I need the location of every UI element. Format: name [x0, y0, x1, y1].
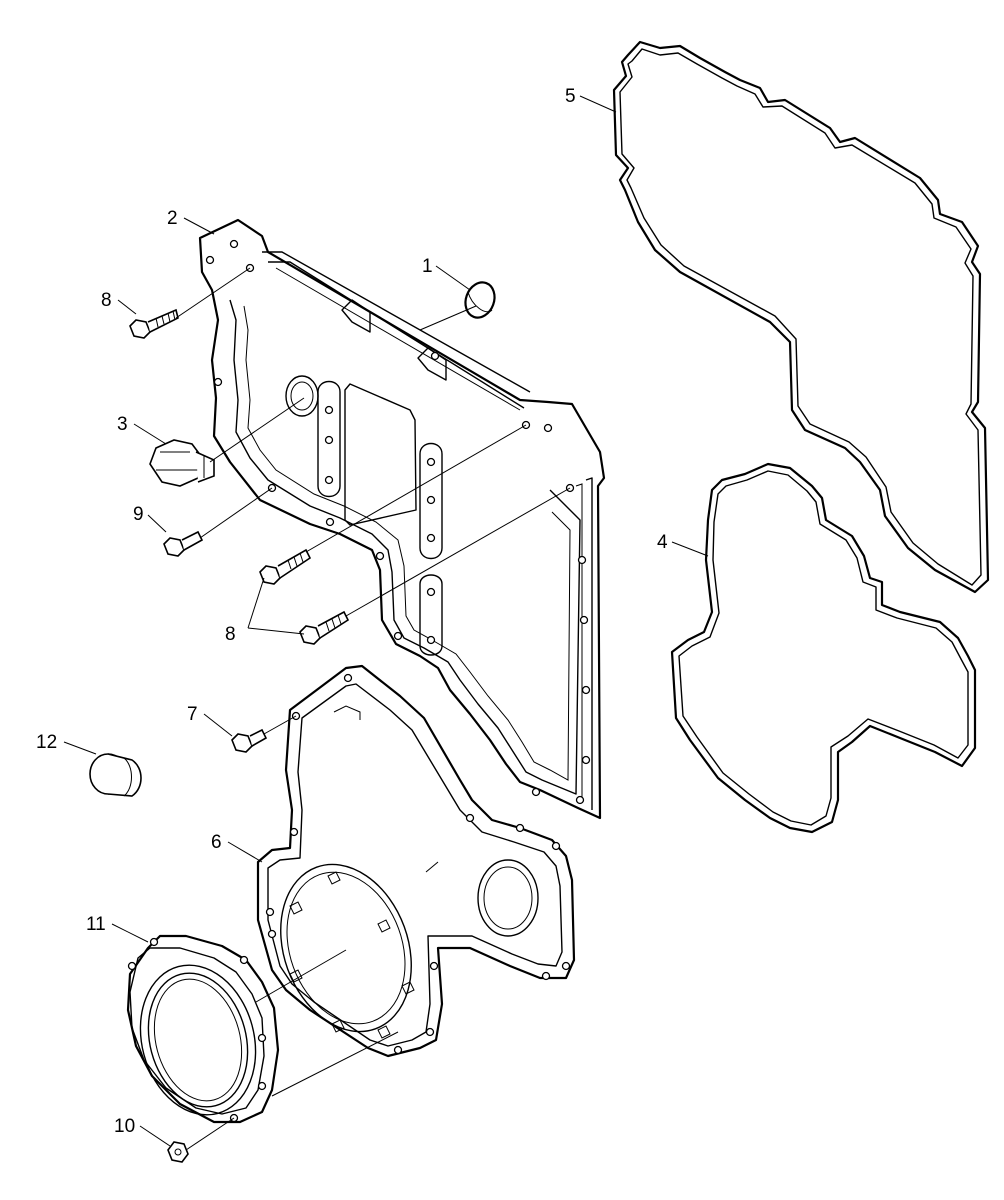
part-9-bolt	[163, 530, 204, 557]
part-8-bolt-top	[129, 308, 179, 339]
callout-leaders	[63, 95, 709, 1147]
callout-12: 12	[36, 732, 57, 753]
callout-8-top: 8	[101, 290, 112, 311]
part-4-gasket	[670, 462, 977, 834]
callout-11: 11	[86, 914, 106, 935]
part-5-large-gasket	[612, 40, 990, 594]
part-2-front-plate	[198, 218, 606, 820]
part-3-hex-plug	[149, 439, 215, 487]
callout-2: 2	[167, 208, 178, 229]
callout-4: 4	[657, 532, 668, 553]
callout-7: 7	[187, 704, 198, 725]
part-12-plug	[89, 753, 142, 797]
callout-10: 10	[114, 1116, 135, 1137]
callout-5: 5	[565, 86, 576, 107]
callout-8-lower: 8	[225, 624, 236, 645]
part-10-nut	[167, 1141, 189, 1163]
callout-3: 3	[117, 414, 128, 435]
part-11-seal-flange	[126, 934, 280, 1124]
part-8-bolt-middle	[259, 548, 312, 585]
part-6-lower-cover	[256, 664, 576, 1058]
part-8-bolt-lower	[299, 610, 350, 645]
assembly-lines	[175, 267, 571, 1151]
callout-1: 1	[422, 256, 433, 277]
callout-9: 9	[133, 504, 144, 525]
callout-6: 6	[211, 832, 222, 853]
part-7-bolt	[231, 728, 268, 753]
callout-labels: 1 2 3 4 5 6 7 8 8 9 10 11 12	[36, 86, 668, 1137]
part-1-cap	[464, 281, 496, 319]
